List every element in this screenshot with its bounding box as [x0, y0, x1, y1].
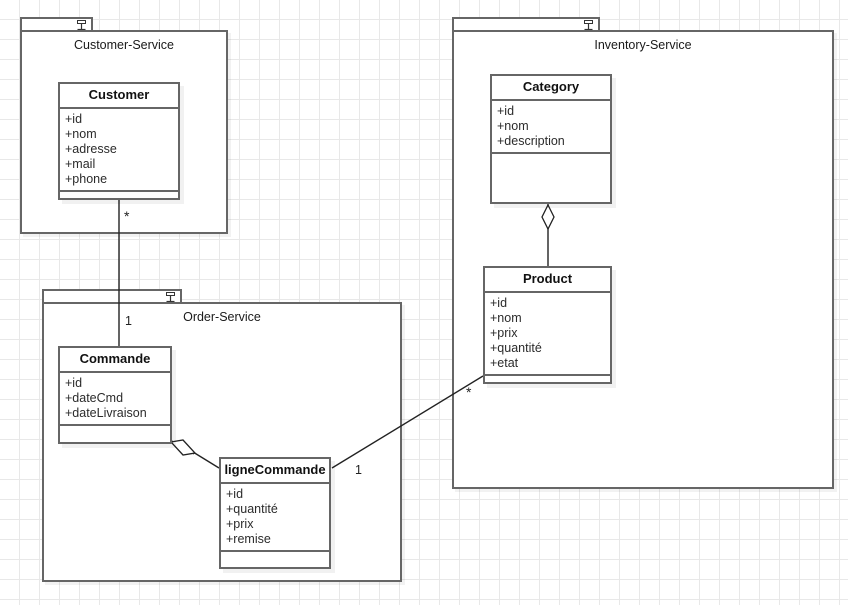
class-name-product: Product — [485, 268, 610, 294]
class-lignecommande[interactable]: ligneCommande +id +quantité +prix +remis… — [219, 457, 331, 569]
class-attributes-category: +id +nom +description — [492, 101, 610, 155]
class-attributes-commande: +id +dateCmd +dateLivraison — [60, 373, 170, 427]
class-operations-lignecommande — [221, 552, 329, 570]
class-product[interactable]: Product +id +nom +prix +quantité +etat — [483, 266, 612, 384]
class-commande[interactable]: Commande +id +dateCmd +dateLivraison — [58, 346, 172, 444]
attribute: +adresse — [65, 142, 117, 157]
attribute: +phone — [65, 172, 108, 187]
attribute: +remise — [226, 532, 271, 547]
package-tab-icon — [583, 19, 594, 30]
class-name-commande: Commande — [60, 348, 170, 374]
multiplicity-product-end: * — [466, 384, 472, 400]
class-customer[interactable]: Customer +id +nom +adresse +mail +phone — [58, 82, 180, 200]
class-operations-product — [485, 376, 610, 394]
class-attributes-product: +id +nom +prix +quantité +etat — [485, 293, 610, 377]
attribute: +dateCmd — [65, 391, 124, 406]
class-operations-customer — [60, 192, 178, 210]
attribute: +id — [226, 487, 244, 502]
class-category[interactable]: Category +id +nom +description — [490, 74, 612, 204]
attribute: +id — [490, 296, 508, 311]
attribute: +nom — [490, 311, 522, 326]
package-tab-icon — [76, 19, 87, 30]
class-name-customer: Customer — [60, 84, 178, 110]
multiplicity-commande-end: 1 — [125, 314, 132, 328]
attribute: +quantité — [490, 341, 542, 356]
class-name-lignecommande: ligneCommande — [221, 459, 329, 485]
attribute: +description — [497, 134, 565, 149]
class-operations-category — [492, 154, 610, 202]
class-name-category: Category — [492, 76, 610, 102]
attribute: +prix — [490, 326, 518, 341]
attribute: +quantité — [226, 502, 278, 517]
attribute: +prix — [226, 517, 254, 532]
attribute: +nom — [65, 127, 97, 142]
attribute: +etat — [490, 356, 519, 371]
attribute: +id — [65, 112, 83, 127]
class-attributes-lignecommande: +id +quantité +prix +remise — [221, 484, 329, 553]
package-tab-icon — [165, 291, 176, 302]
class-operations-commande — [60, 426, 170, 444]
class-attributes-customer: +id +nom +adresse +mail +phone — [60, 109, 178, 193]
attribute: +dateLivraison — [65, 406, 147, 421]
multiplicity-lignecommande-end: 1 — [355, 463, 362, 477]
attribute: +id — [65, 376, 83, 391]
multiplicity-customer-end: * — [124, 208, 130, 224]
attribute: +mail — [65, 157, 96, 172]
attribute: +id — [497, 104, 515, 119]
attribute: +nom — [497, 119, 529, 134]
